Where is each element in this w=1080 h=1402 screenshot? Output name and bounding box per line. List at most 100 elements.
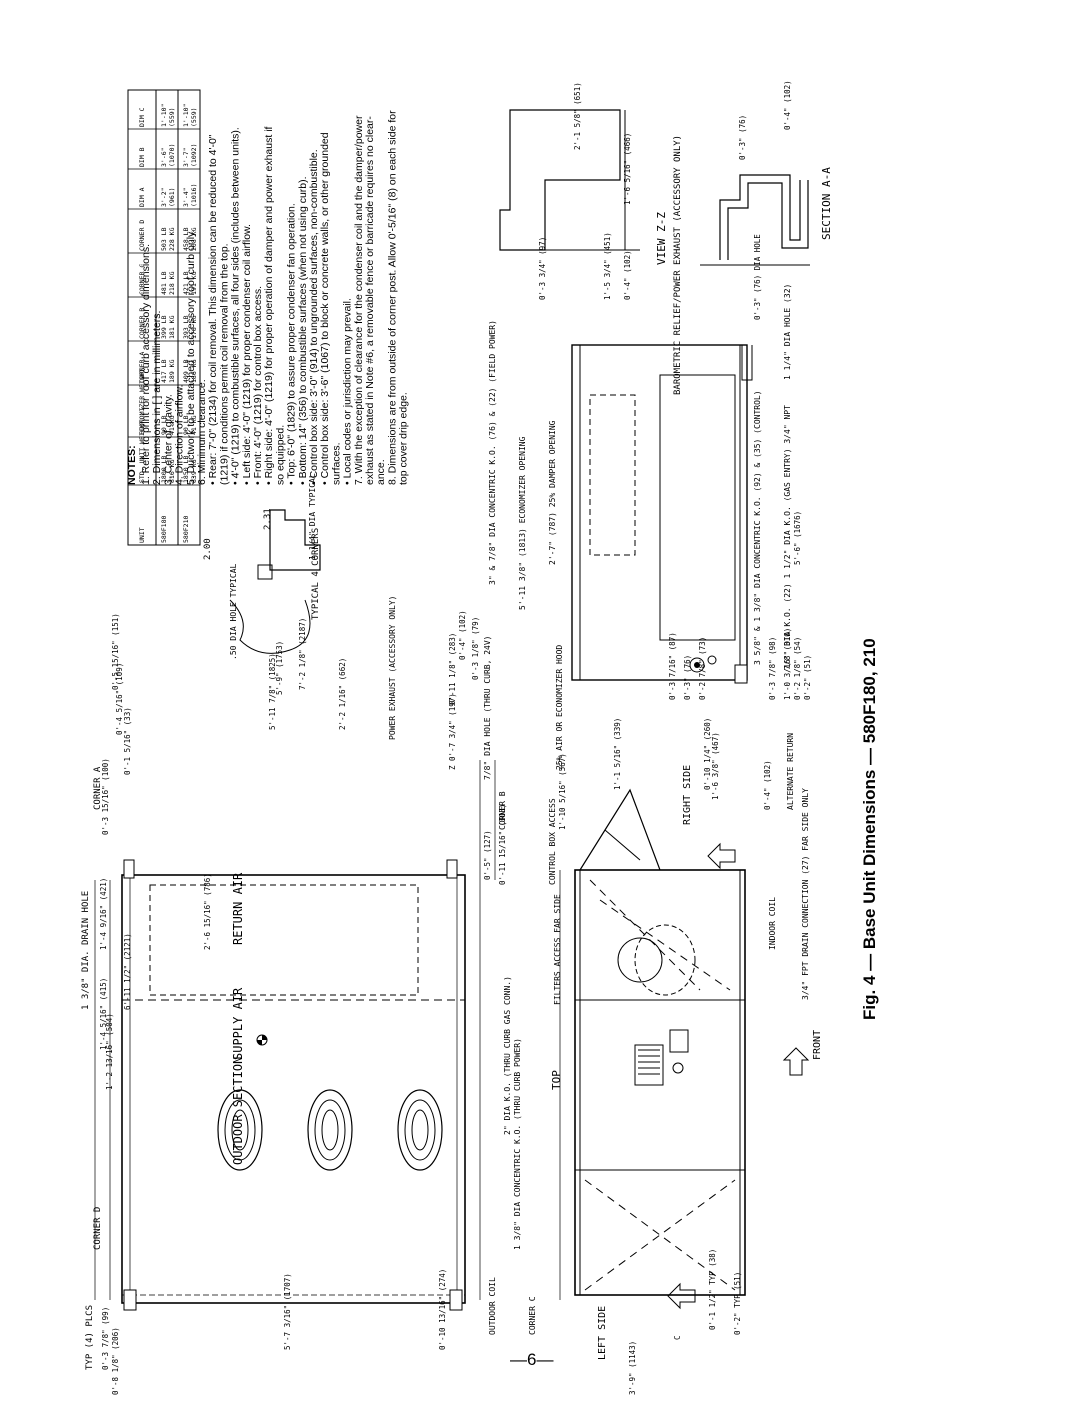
note-line: • Control box side: 3'-6" (1067) to bloc… [319,132,331,485]
table-cell: 178 KG [190,315,198,339]
view-zz [499,109,640,251]
return-air-box [149,884,419,996]
side-dim-label: 1'-10 5/16" (567) [558,753,567,830]
side-dim-label: 0'-3 7/8" (98) [768,637,777,700]
top-dim-label: 0'-11 1/8" (283) [448,633,457,705]
table-frame [127,89,201,546]
airflow-arrow-3 [667,1282,696,1310]
cog-quadrant [257,1035,267,1045]
table-cell: (559) [190,107,198,127]
table-cell: 417 LB [160,359,168,383]
outdoor-fans [217,1089,443,1171]
table-cell: (961) [168,187,176,207]
blower-housing [634,924,696,996]
table-header-cell: DIM C [138,107,146,127]
label-conc-ko-power: 1 3/8" DIA CONCENTRIC K.O. (THRU CURB PO… [513,1038,522,1250]
label-corner-a: CORNER A [93,766,103,810]
ko-power-inner [694,662,700,668]
table-cell: (559) [168,107,176,127]
label-indoor-coil: INDOOR COIL [768,897,777,950]
side-dim-label: 1'-1 5/16" (339) [613,718,622,790]
table-cell: 228 KG [168,227,176,251]
corner-post-a [123,859,135,879]
label-air-hood: 25% AIR OR ECONOMIZER HOOD [555,645,564,770]
side-dim-label: 0'-2" TYP (51) [733,1272,742,1335]
corner-post-c2 [449,1289,463,1311]
top-dim-label: 1'-4 5/16" (415) [99,978,108,1050]
label-damper-opening: 2'-7" (787) 25% DAMPER OPENING [548,420,557,565]
label-typical-corners: TYPICAL 4 CORNERS [311,528,321,620]
top-dim-label: 0'-8 1/8" (206) [111,1327,120,1395]
note-line: (1219) if conditions permit coil removal… [218,243,230,485]
top-dimension-lines [94,760,561,1300]
note-line: 1. Refer to print for roof curb accessor… [140,244,152,485]
label-econ-opening: 5'-11 3/8" (1813) ECONOMIZER OPENING [518,436,527,610]
aa-dim-label: 0'-4" (102) [783,80,792,130]
note-line: • 4'-0" (1219) to combustible surfaces, … [230,127,242,485]
note-line: • Control box side: 3'-0" (914) to ungro… [308,149,320,485]
label-outdoor-section: OUTDOOR SECTION [231,1057,245,1165]
label-corner-d: CORNER D [93,1207,103,1250]
table-cell: 1'-10" [182,104,190,127]
fan-2b [314,1099,346,1161]
table-cell: 41 KG [168,415,176,435]
notes-block: NOTES: 1. Refer to print for roof curb a… [126,110,410,485]
table-cell: 1850 LB [182,456,190,483]
page-number: —6— [510,1350,553,1369]
control-panel [634,1044,664,1086]
side-dim-label: 0'-4" (102) [763,760,772,810]
table-cell: 580F180 [160,516,168,543]
side-dim-label: C [673,1335,682,1340]
fan-1c [411,1109,429,1151]
label-control-box: CONTROL BOX ACCESS [548,798,557,885]
table-cell: 816 KG [168,459,176,483]
table-header-cell: CORNER D [138,220,146,251]
corner-detail [229,509,321,654]
top-dim-label: 0'-3 1/8" (79) [471,617,480,680]
indoor-coil-dash [589,879,701,991]
corner-detail-shape [269,509,321,571]
top-dim-label: Z 0'-7 3/4" (197) [448,693,457,770]
damper-opening [589,394,636,556]
label-quarter-typ: 1 1/4" DIA TYPICAL [308,473,317,560]
fan-3b [224,1099,256,1161]
corner-detail-hole [257,564,273,580]
side-dim-label: 3'-9" (1143) [628,1341,637,1395]
table-cell: 458 LB [182,227,190,251]
table-cell: 218 KG [168,271,176,295]
table-header-cell: CORNER B [138,308,146,339]
top-dim-label: 0'-4" (102) [458,610,467,660]
label-dim-200: 2.00 [203,538,213,560]
side-view-outline [574,869,746,1296]
table-cell: 481 LB [160,271,168,295]
label-gas-entry: 7/8" DIA K.O. (22) 1 1/2" DIA K.O. (GAS … [783,405,792,670]
note-line: • Bottom: 14" (356) to combustible surfa… [297,176,309,485]
outdoor-coil-diag-1 [584,1179,736,1291]
label-section-aa: SECTION A-A [820,167,833,240]
blower-wheel [617,937,663,983]
label-dia-hole-quarter: 1 1/4" DIA HOLE (32) [783,284,792,380]
side-dim-label: 1'-6 3/8" (467) [711,732,720,800]
table-columns [128,128,200,486]
outdoor-coil-diag-2 [584,1179,736,1291]
aa-dim-label: 0'-3" (76) [738,115,747,160]
zz-dim-label: 2'-1 5/8" (651) [573,82,582,150]
notes-lines: 1. Refer to print for roof curb accessor… [140,110,410,485]
table-cell: 181 KG [168,315,176,339]
access-label-box [669,1029,689,1053]
top-dim-label: 1'-4 9/16" (421) [99,878,108,950]
note-line: 5. Ductwork to be attached to accessory … [185,230,197,485]
corner-post-b2 [446,859,458,879]
table-cell: 191 KG [190,271,198,295]
fan-2c [321,1109,339,1151]
note-line: • Front: 4'-0" (1219) for control box ac… [252,286,264,485]
table-cell: (1070) [168,144,176,167]
gas-entry [734,664,748,684]
note-line: • Top: 6'-0" (1829) to assure proper con… [286,203,298,485]
top-dim-label: 0'-3 15/16" (100) [101,758,110,835]
fan-1b [404,1099,436,1161]
note-line: so equipped. [274,425,286,485]
top-dim-label: 6'-11 1/2" (2121) [123,933,132,1010]
